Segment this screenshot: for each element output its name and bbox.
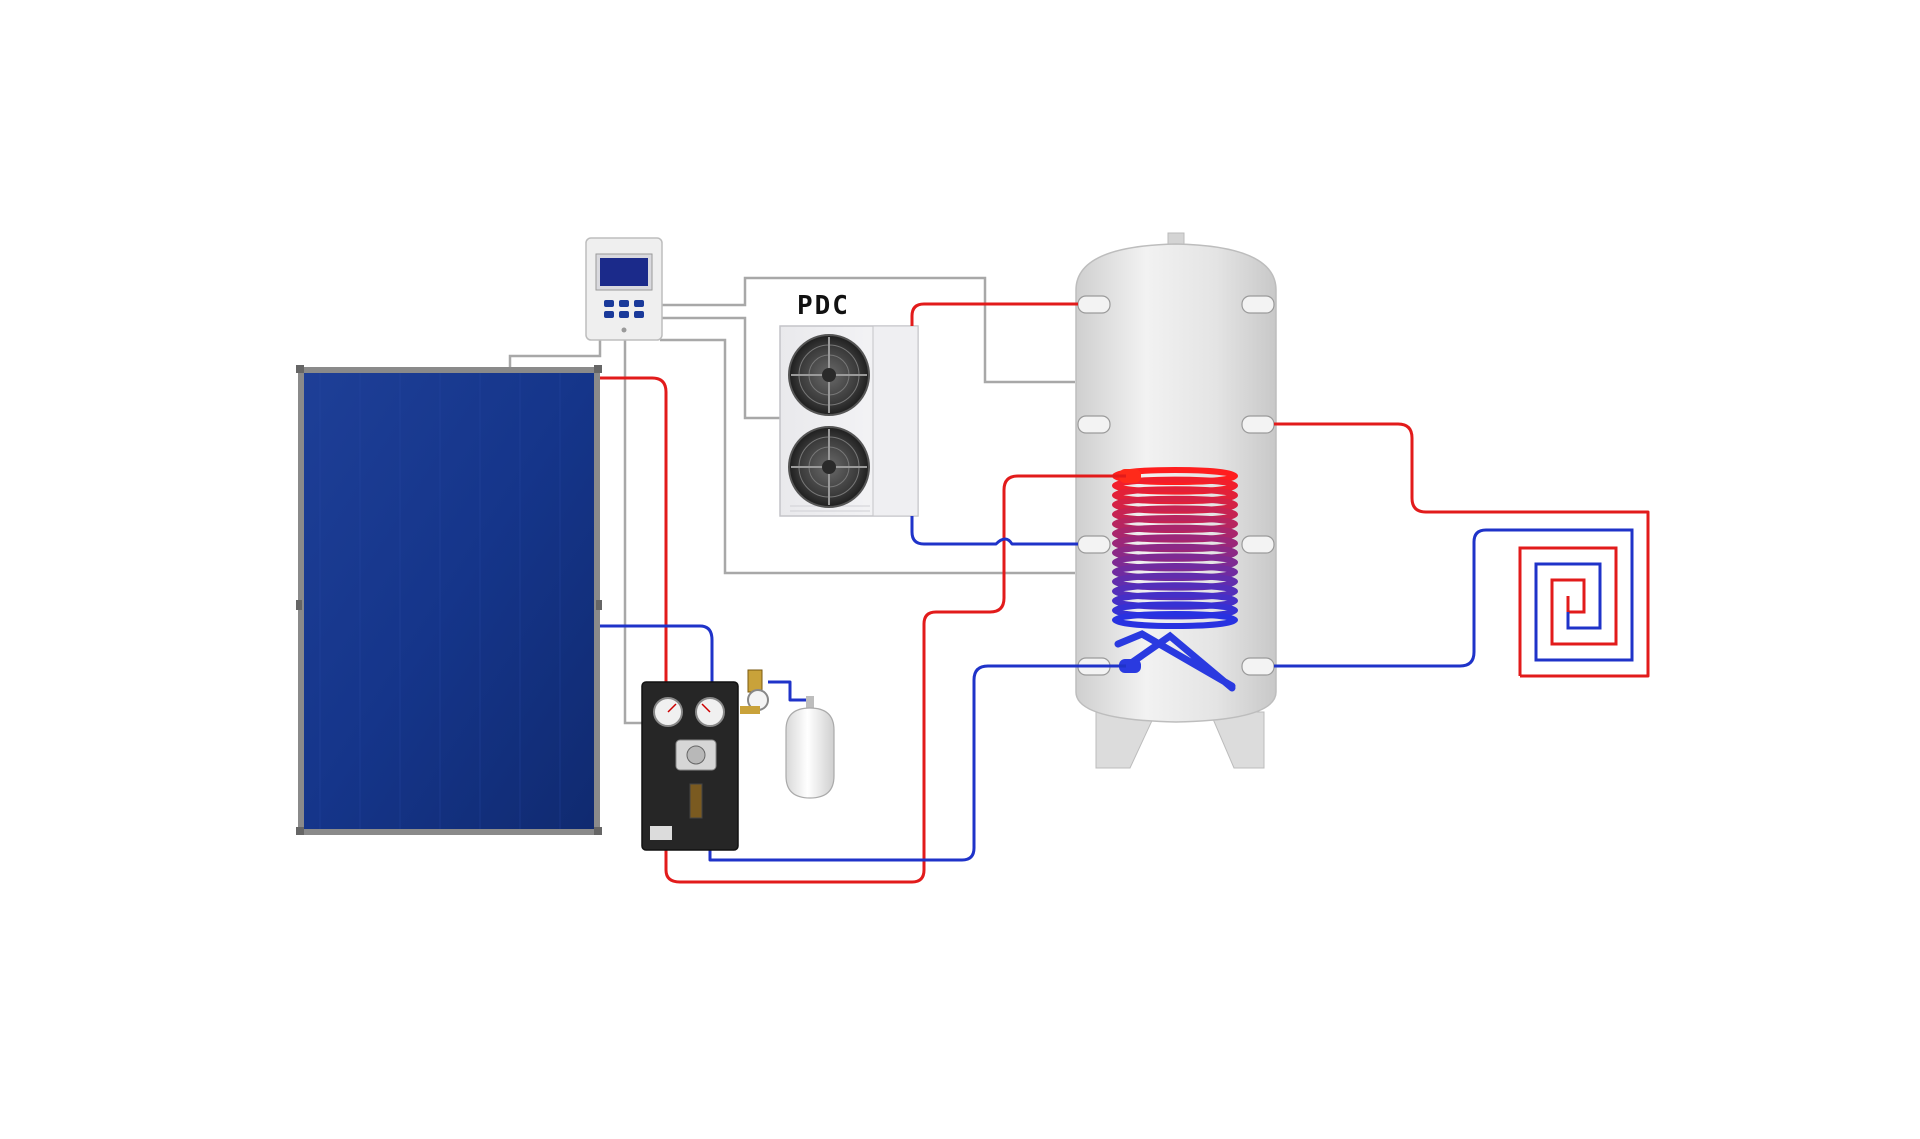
fan-icon [788,334,870,416]
heat-exchanger-coil-icon [1112,467,1238,692]
coil-connector [1119,469,1141,483]
cold-pipe-panel-to-station [600,624,714,682]
tank-port [1077,535,1111,554]
controller-icon [585,237,663,341]
heat-pump-label: PDC [797,291,850,321]
tank-port [1077,415,1111,434]
safety-valve [740,669,769,714]
tank-port [1241,415,1275,434]
cable-controller-to-heat-pump [660,316,782,420]
fan-icon [788,426,870,508]
floor-loop-cold [1520,528,1634,662]
cold-pipes [600,516,1520,862]
cable-controller-to-station [623,338,642,725]
tank-port [1241,295,1275,314]
control-cables [508,276,1075,725]
hot-pipe-station-to-coil [664,474,1126,884]
solar-panel-icon [296,365,602,835]
cold-pipe-heat-pump-return [910,516,1078,546]
floor-loop-hot [1518,546,1618,676]
hot-pipe-panel-to-station [600,376,668,682]
cable-controller-to-panel [508,338,602,370]
heat-pump-icon [779,325,919,517]
hot-pipes [600,302,1650,884]
tank-leg-right [1209,711,1265,769]
cold-pipe-station-to-coil [708,664,1126,862]
cold-pipe-floor-to-tank [1274,528,1520,668]
gauge-icon [653,697,683,727]
pump-station-icon [641,681,739,851]
hot-pipe-tank-to-floor [1274,422,1650,678]
coil-loop [1112,611,1238,629]
tank-port [1241,535,1275,554]
hot-pipe-heat-pump-to-tank [910,302,1078,326]
cable-controller-to-tank-sensor [660,338,1075,575]
controller-buttons [604,300,644,318]
expansion-vessel-icon [785,696,835,799]
coil-return [1114,630,1236,692]
coil-connector [1119,659,1141,673]
gauge-icon [695,697,725,727]
tank-port [1077,295,1111,314]
cold-pipe-expansion-vessel [768,680,810,702]
floor-heating-spiral-icon [1518,528,1634,676]
cable-controller-to-tank-top [660,276,1075,384]
tank-port [1241,657,1275,676]
